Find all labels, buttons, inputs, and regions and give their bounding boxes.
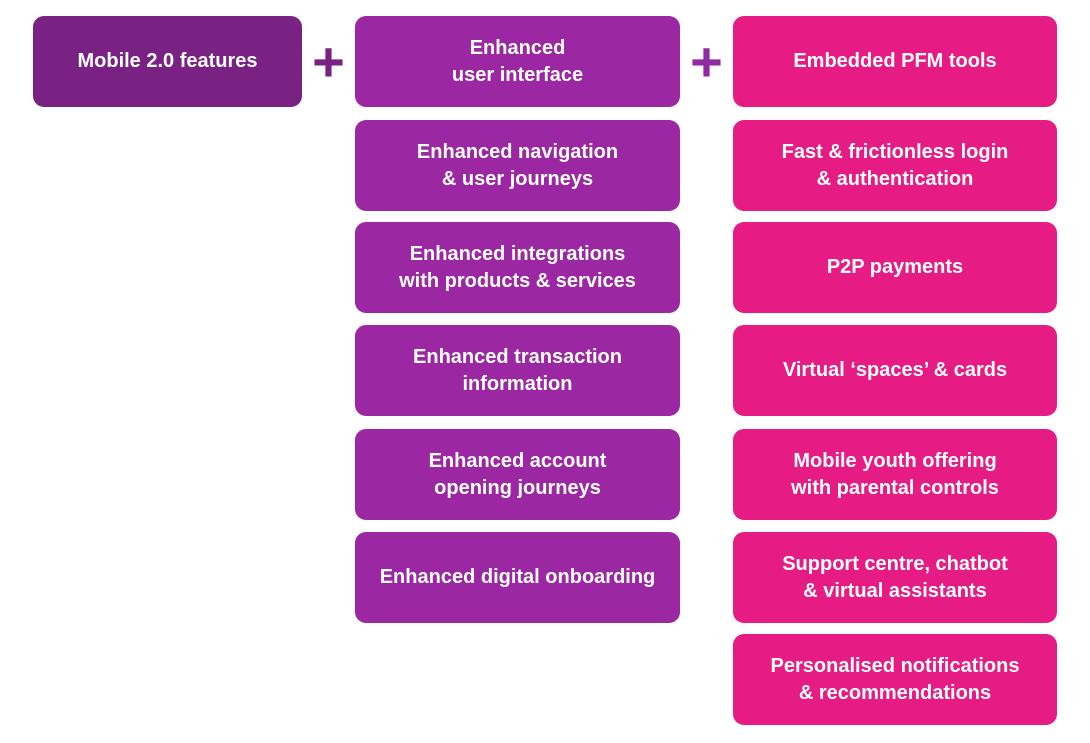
box-enhanced-integrations: Enhanced integrations with products & se… bbox=[355, 222, 680, 313]
box-virtual-spaces-cards: Virtual ‘spaces’ & cards bbox=[733, 325, 1057, 416]
box-fast-frictionless-login: Fast & frictionless login & authenticati… bbox=[733, 120, 1057, 211]
box-support-centre-chatbot: Support centre, chatbot & virtual assist… bbox=[733, 532, 1057, 623]
box-enhanced-digital-onboarding: Enhanced digital onboarding bbox=[355, 532, 680, 623]
box-mobile-20-features: Mobile 2.0 features bbox=[33, 16, 302, 107]
box-enhanced-user-interface: Enhanced user interface bbox=[355, 16, 680, 107]
box-mobile-youth-offering: Mobile youth offering with parental cont… bbox=[733, 429, 1057, 520]
box-enhanced-navigation: Enhanced navigation & user journeys bbox=[355, 120, 680, 211]
box-personalised-notifications: Personalised notifications & recommendat… bbox=[733, 634, 1057, 725]
box-embedded-pfm-tools: Embedded PFM tools bbox=[733, 16, 1057, 107]
box-p2p-payments: P2P payments bbox=[733, 222, 1057, 313]
plus-icon: + bbox=[690, 29, 723, 93]
box-enhanced-account-opening: Enhanced account opening journeys bbox=[355, 429, 680, 520]
box-enhanced-transaction-information: Enhanced transaction information bbox=[355, 325, 680, 416]
plus-icon: + bbox=[312, 29, 345, 93]
